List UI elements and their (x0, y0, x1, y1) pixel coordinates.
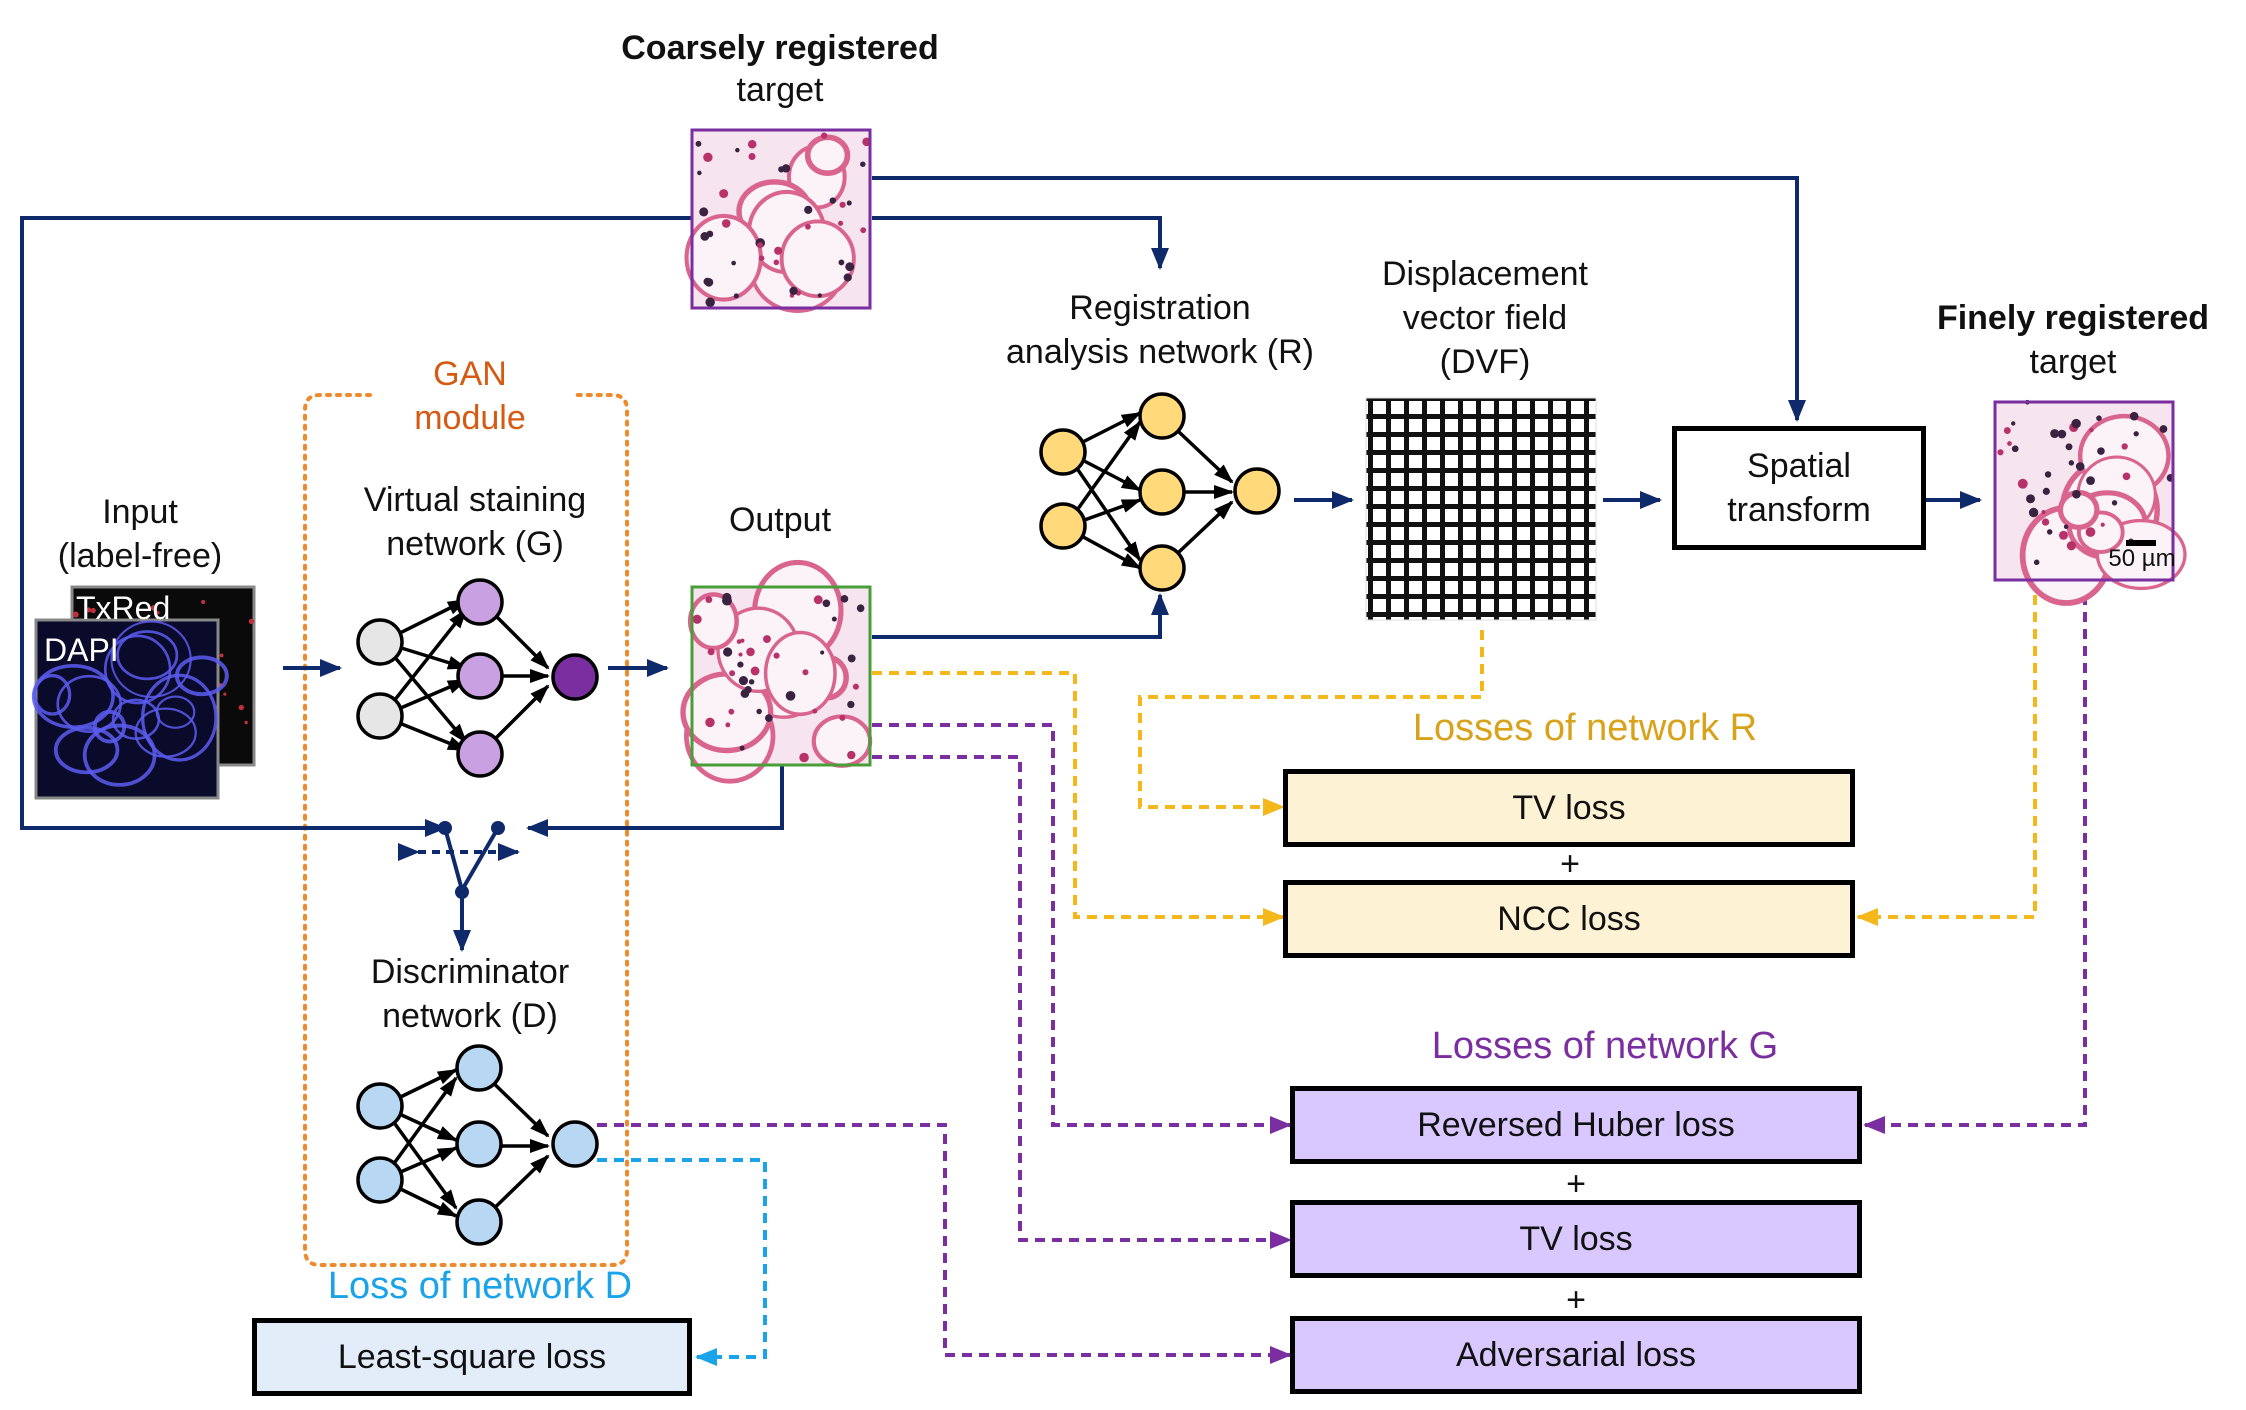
least-square-loss-text: Least-square loss (337, 1337, 607, 1376)
switch-node-left (438, 821, 452, 835)
plus-r: + (1560, 845, 1580, 883)
txred-channel-label: TxRed (76, 590, 171, 626)
spatial-transform-line2: transform (1727, 491, 1871, 529)
d-output-node (551, 1120, 599, 1168)
tv-loss-g-text: TV loss (1519, 1219, 1633, 1258)
switch-node-right (491, 821, 505, 835)
cyan-connectors (597, 1158, 767, 1366)
g-input-node-2 (356, 692, 404, 740)
input-image-stack (31, 585, 256, 800)
input-label-2: (label-free) (57, 537, 223, 575)
losses-r-title: Losses of network R (1412, 707, 1758, 749)
g-hidden-node-2 (456, 652, 504, 700)
g-output-node (551, 653, 599, 701)
d-hidden-node-2 (455, 1120, 503, 1168)
scale-bar-icon (2126, 540, 2156, 546)
discriminator-label-1: Discriminator (370, 953, 570, 991)
r-hidden-node-1 (1138, 392, 1186, 440)
registration-label-2: analysis network (R) (1006, 333, 1314, 371)
dvf-grid-image (1365, 397, 1597, 621)
navy-connectors (20, 176, 1982, 952)
spatial-transform-line1: Spatial (1747, 447, 1851, 485)
adversarial-loss-text: Adversarial loss (1456, 1335, 1696, 1374)
network-g (356, 578, 599, 778)
input-label-1: Input (102, 493, 178, 531)
g-hidden-node-3 (456, 730, 504, 778)
purple-connectors (597, 578, 2087, 1364)
d-input-node-1 (356, 1082, 404, 1130)
network-d (356, 1044, 599, 1246)
reversed-huber-loss-text: Reversed Huber loss (1417, 1105, 1735, 1144)
tv-loss-r-text: TV loss (1512, 788, 1626, 827)
gan-module-label-2: module (414, 399, 526, 437)
dapi-channel-label: DAPI (44, 632, 119, 668)
g-input-node-1 (356, 618, 404, 666)
network-r (1039, 392, 1281, 592)
tv-loss-g-box: TV loss (1290, 1200, 1862, 1278)
r-output-node (1233, 467, 1281, 515)
r-input-node-1 (1039, 428, 1087, 476)
dvf-label-2: vector field (1402, 299, 1568, 337)
output-label: Output (728, 501, 832, 539)
coarse-target-image (684, 128, 872, 313)
ncc-loss-text: NCC loss (1497, 899, 1641, 938)
yellow-connectors (872, 578, 2037, 926)
least-square-loss-box: Least-square loss (252, 1318, 692, 1396)
loss-d-title: Loss of network D (327, 1265, 633, 1307)
scale-bar-label: 50 µm (2108, 545, 2176, 572)
dvf-label-1: Displacement (1382, 255, 1588, 293)
fine-target-subtitle: target (2029, 343, 2117, 381)
r-hidden-node-3 (1138, 544, 1186, 592)
plus-g-2: + (1566, 1281, 1586, 1319)
g-hidden-node-1 (456, 578, 504, 626)
spatial-transform-box: Spatial transform (1672, 426, 1926, 550)
ncc-loss-box: NCC loss (1283, 880, 1855, 958)
d-input-node-2 (356, 1156, 404, 1204)
fine-target-title: Finely registered (1936, 299, 2210, 337)
adversarial-loss-box: Adversarial loss (1290, 1316, 1862, 1394)
plus-g-1: + (1566, 1165, 1586, 1203)
registration-label-1: Registration (1069, 289, 1251, 327)
reversed-huber-loss-box: Reversed Huber loss (1290, 1086, 1862, 1164)
discriminator-label-2: network (D) (382, 997, 558, 1035)
gan-module-label-1: GAN (433, 355, 507, 393)
d-hidden-node-1 (455, 1044, 503, 1092)
d-hidden-node-3 (455, 1198, 503, 1246)
dvf-label-3: (DVF) (1439, 343, 1531, 381)
r-input-node-2 (1039, 502, 1087, 550)
switch-node-bottom (455, 885, 469, 899)
tv-loss-r-box: TV loss (1283, 769, 1855, 847)
r-hidden-node-2 (1138, 468, 1186, 516)
gan-module-outline (303, 393, 629, 1267)
losses-g-title: Losses of network G (1431, 1025, 1779, 1067)
virtual-staining-label-2: network (G) (386, 525, 564, 563)
virtual-staining-label-1: Virtual staining (363, 481, 587, 519)
coarse-target-subtitle: target (736, 71, 824, 109)
coarse-target-title: Coarsely registered (621, 29, 939, 67)
output-image (680, 559, 873, 784)
fine-target-image (1993, 399, 2187, 606)
